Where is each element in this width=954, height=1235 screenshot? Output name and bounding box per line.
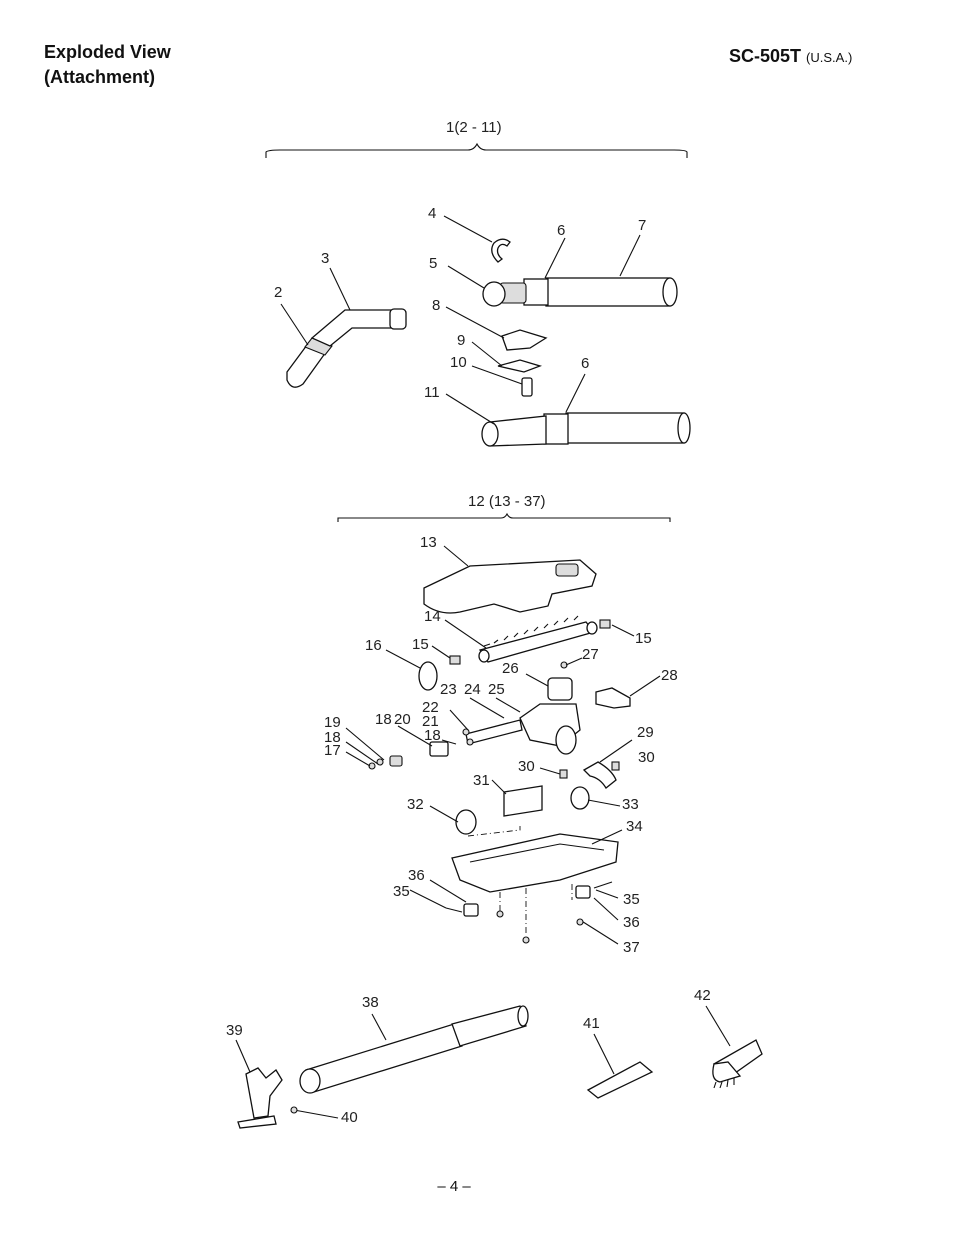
callout-15-left: 15: [412, 636, 429, 653]
callout-32: 32: [407, 796, 424, 813]
part-wheel-right: [570, 786, 590, 810]
part-belt: [418, 661, 438, 691]
part-fan: [547, 677, 573, 701]
callout-33: 33: [622, 796, 639, 813]
callout-23: 23: [440, 681, 457, 698]
callout-28: 28: [661, 667, 678, 684]
callout-18-b: 18: [375, 711, 392, 728]
part-washer-22: [462, 728, 470, 736]
part-lower-extension-tube: [481, 412, 691, 447]
callout-41: 41: [583, 1015, 600, 1032]
callout-14: 14: [424, 608, 441, 625]
part-pin-30-right: [611, 761, 620, 771]
callout-37: 37: [623, 939, 640, 956]
callout-21: 21: [422, 713, 439, 730]
title-line-2: (Attachment): [44, 67, 155, 87]
callout-18-c: 18: [424, 727, 441, 744]
part-upper-extension-tube: [482, 277, 678, 307]
callout-29: 29: [637, 724, 654, 741]
part-end-cap-right: [599, 619, 611, 629]
callout-38: 38: [362, 994, 379, 1011]
callout-39: 39: [226, 1022, 243, 1039]
callout-34: 34: [626, 818, 643, 835]
callout-27: 27: [582, 646, 599, 663]
model-region: (U.S.A.): [806, 50, 853, 65]
callout-40: 40: [341, 1109, 358, 1126]
part-axle-sleeve: [429, 741, 449, 757]
part-button-cover: [501, 329, 548, 351]
part-screw-center: [522, 936, 530, 944]
callout-10: 10: [450, 354, 467, 371]
callout-20: 20: [394, 711, 411, 728]
callout-24: 24: [464, 681, 481, 698]
part-wand-holder: [237, 1067, 283, 1129]
part-sleeve-36-right: [575, 885, 591, 899]
part-crevice-tool: [586, 1061, 654, 1099]
part-screw-left: [496, 910, 504, 918]
page-number: – 4 –: [437, 1178, 471, 1195]
callout-9: 9: [457, 332, 465, 349]
part-screw-37: [576, 918, 584, 926]
part-washer-21: [466, 738, 474, 746]
callout-7: 7: [638, 217, 646, 234]
callout-labels: 2 3 4 5 6 6 7 8 9 10 11 13 14 15 15 16 1…: [226, 205, 711, 1126]
part-wheel-left: [455, 809, 477, 835]
part-spring: [521, 377, 533, 397]
callout-16: 16: [365, 637, 382, 654]
callout-36-left: 36: [408, 867, 425, 884]
callout-4: 4: [428, 205, 436, 222]
part-handle-curve: [286, 308, 407, 388]
group-label-lower: 12 (13 - 37): [468, 493, 546, 510]
callout-26: 26: [502, 660, 519, 677]
part-brush-roll: [478, 615, 598, 663]
part-dusting-brush: [712, 1039, 763, 1089]
part-washer-19: [376, 758, 384, 766]
callout-30-left: 30: [518, 758, 535, 775]
part-axle-cap: [389, 755, 403, 767]
callout-19: 19: [324, 714, 341, 731]
part-end-cap-left: [449, 655, 461, 665]
callout-35-left: 35: [393, 883, 410, 900]
callout-22: 22: [422, 699, 439, 716]
callout-8: 8: [432, 297, 440, 314]
page-title: Exploded View (Attachment): [44, 40, 171, 90]
part-flex-joint: [582, 761, 617, 789]
callout-25: 25: [488, 681, 505, 698]
part-cover-plate: [503, 785, 543, 817]
callout-5: 5: [429, 255, 437, 272]
group-label-upper: 1(2 - 11): [446, 119, 502, 136]
part-screw-40: [290, 1106, 298, 1114]
callout-11: 11: [424, 384, 440, 401]
callout-2: 2: [274, 284, 282, 301]
callout-31: 31: [473, 772, 490, 789]
upper-group-bracket: [265, 142, 688, 158]
callout-6-upper: 6: [557, 222, 565, 239]
part-pin-30-left: [559, 769, 568, 779]
part-long-wand: [299, 1005, 529, 1094]
model-number: SC-505T: [729, 46, 802, 66]
model-label: SC-505T (U.S.A.): [729, 46, 852, 67]
callout-17: 17: [324, 742, 341, 759]
callout-15-right: 15: [635, 630, 652, 647]
part-motor-housing: [465, 703, 581, 755]
callout-18-a: 18: [324, 729, 341, 746]
callout-30-right: 30: [638, 749, 655, 766]
callout-42: 42: [694, 987, 711, 1004]
part-nozzle-base: [451, 833, 619, 893]
part-clip: [491, 238, 511, 263]
callout-6-lower: 6: [581, 355, 589, 372]
part-sleeve-36-left: [463, 903, 479, 917]
lower-group-bracket: [337, 512, 671, 522]
callout-13: 13: [420, 534, 437, 551]
callout-36-right: 36: [623, 914, 640, 931]
part-bracket: [595, 687, 631, 709]
callout-3: 3: [321, 250, 329, 267]
callout-35-right: 35: [623, 891, 640, 908]
part-nozzle-cover: [423, 559, 597, 614]
title-line-1: Exploded View: [44, 42, 171, 62]
part-button: [497, 359, 543, 373]
